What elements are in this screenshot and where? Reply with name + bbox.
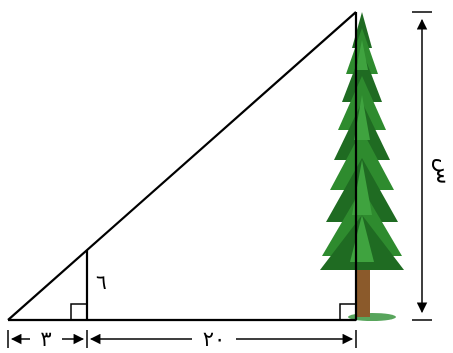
pine-tree-icon [320,12,404,321]
base-length-dimension [89,330,357,348]
shadow-gap-dimension [7,330,88,348]
hypotenuse-line [7,11,357,321]
shadow-gap-label: ٣ [40,327,51,351]
tree-foliage [320,12,404,270]
base-length-label: ٢٠ [203,327,226,351]
small-height-label: ٦ [96,270,107,294]
tree-height-dimension [412,11,432,321]
right-angle-marker-small [70,303,88,321]
tree-height-label: س [431,158,453,185]
large-triangle [7,11,358,322]
right-angle-marker-large [339,303,357,321]
tree-trunk [356,255,370,317]
